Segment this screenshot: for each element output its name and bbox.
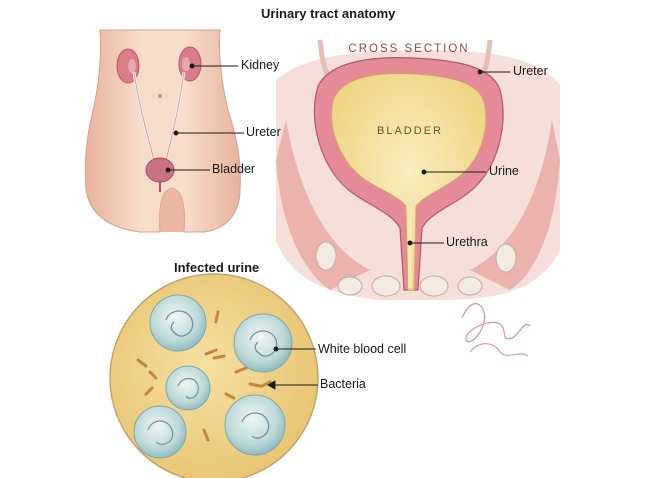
white-blood-cell [166,366,210,410]
bladder-label: Bladder [212,162,255,176]
artist-signature [462,304,530,356]
kidney-label: Kidney [241,58,279,72]
bacteria-label: Bacteria [320,377,366,391]
white-blood-cell [225,395,285,455]
white-blood-cell-label: White blood cell [318,342,406,356]
white-blood-cell [150,295,206,351]
infected-urine-title: Infected urine [174,260,259,275]
white-blood-cell [134,406,186,458]
bladder-inner-label: BLADDER [377,125,443,137]
main-title: Urinary tract anatomy [261,6,395,21]
cross-section-title: CROSS SECTION [348,43,469,55]
infected-urine-magnified [110,274,318,478]
ureter-body-label: Ureter [246,125,281,139]
urine-label: Urine [489,164,519,178]
ureter-cross-label: Ureter [513,64,548,78]
white-blood-cell [234,314,292,372]
urethra-label: Urethra [446,235,488,249]
body-figure [85,30,240,232]
